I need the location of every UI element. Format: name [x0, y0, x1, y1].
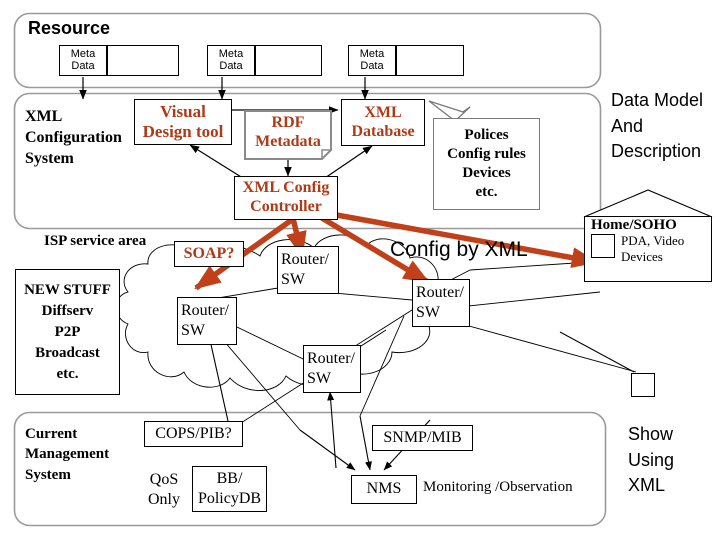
- router-sw-box-left[interactable]: Router/SW: [177, 297, 237, 345]
- home-soho-house-outline: [583, 189, 713, 218]
- rdf-metadata-doc[interactable]: RDF Metadata: [244, 110, 332, 160]
- meta-data-value-box-1: [107, 45, 179, 76]
- router-sw-label-top: Router/SW: [281, 251, 329, 288]
- metadata-arrows: [79, 77, 369, 100]
- resource-container-outline: [13, 12, 602, 89]
- policies-callout-tail: [428, 100, 471, 122]
- qos-only-label: QoS Only: [148, 471, 180, 509]
- soap-label: SOAP?: [183, 244, 235, 262]
- current-mgmt-system-title: Current Management System: [25, 426, 110, 483]
- snmp-mib-label: SNMP/MIB: [383, 428, 462, 446]
- xml-config-controller-box[interactable]: XML Config Controller: [234, 176, 338, 220]
- arrow-controller-to-xmldb: [321, 145, 373, 181]
- rdf-metadata-doc-shape: [244, 110, 332, 160]
- current-mgmt-container-outline: [13, 411, 607, 527]
- xml-config-controller-label: XML Config Controller: [242, 179, 330, 215]
- remote-device-square[interactable]: [631, 373, 655, 397]
- router-sw-label-right: Router/SW: [416, 284, 464, 321]
- arrow-controller-to-visual: [189, 144, 247, 181]
- new-stuff-box: NEW STUFF Diffserv P2P Broadcast etc.: [15, 269, 120, 395]
- router-sw-box-bottom[interactable]: Router/SW: [303, 345, 361, 393]
- home-soho-box: Home/SOHO PDA, Video Devices: [584, 216, 712, 282]
- red-arrow-controller-to-home-soho: [294, 197, 599, 268]
- meta-data-value-box-3: [396, 45, 464, 76]
- soap-box[interactable]: SOAP?: [174, 241, 244, 267]
- policies-callout-box: Polices Config rules Devices etc.: [433, 118, 540, 210]
- home-soho-title: Home/SOHO: [591, 217, 677, 233]
- cloud-to-device-square-link: [559, 331, 635, 373]
- red-arrow-controller-to-router-left: [194, 191, 326, 291]
- visual-design-tool-box[interactable]: Visual Design tool: [134, 99, 232, 145]
- router-sw-box-top[interactable]: Router/SW: [277, 246, 339, 294]
- router-sw-box-right[interactable]: Router/SW: [412, 279, 470, 327]
- cops-pib-label: COPS/PIB?: [155, 424, 232, 442]
- bb-policydb-label: BB/ PolicyDB: [197, 470, 262, 507]
- monitoring-observation-label: Monitoring /Observation: [423, 479, 573, 495]
- rdf-metadata-label: RDF Metadata: [255, 114, 321, 150]
- isp-service-area-label: ISP service area: [44, 233, 147, 249]
- xml-config-system-title: XML Configuration System: [25, 108, 122, 167]
- config-by-xml-label: Config by XML: [390, 238, 528, 261]
- cops-pib-box[interactable]: COPS/PIB?: [144, 421, 243, 447]
- xml-database-box[interactable]: XML Database: [341, 99, 425, 146]
- router-sw-label-bottom: Router/SW: [307, 350, 355, 387]
- home-soho-device-label: PDA, Video Devices: [621, 233, 685, 265]
- policies-callout-label: Polices Config rules Devices etc.: [447, 126, 526, 201]
- data-model-description-label: Data Model And Description: [611, 90, 704, 162]
- show-using-xml-label: Show Using XML: [628, 424, 675, 496]
- new-stuff-label: NEW STUFF Diffserv P2P Broadcast etc.: [24, 281, 111, 382]
- meta-data-value-box-2: [255, 45, 322, 76]
- home-soho-device-square[interactable]: [591, 234, 615, 259]
- xml-database-label: XML Database: [351, 103, 415, 140]
- resource-container-title: Resource: [28, 18, 111, 38]
- visual-design-tool-label: Visual Design tool: [142, 101, 224, 141]
- nms-label: NMS: [366, 480, 402, 498]
- bb-policydb-box[interactable]: BB/ PolicyDB: [192, 466, 267, 512]
- snmp-mib-box[interactable]: SNMP/MIB: [372, 425, 473, 451]
- nms-box[interactable]: NMS: [351, 475, 417, 504]
- router-sw-label-left: Router/SW: [181, 302, 229, 339]
- controller-links: [189, 144, 373, 181]
